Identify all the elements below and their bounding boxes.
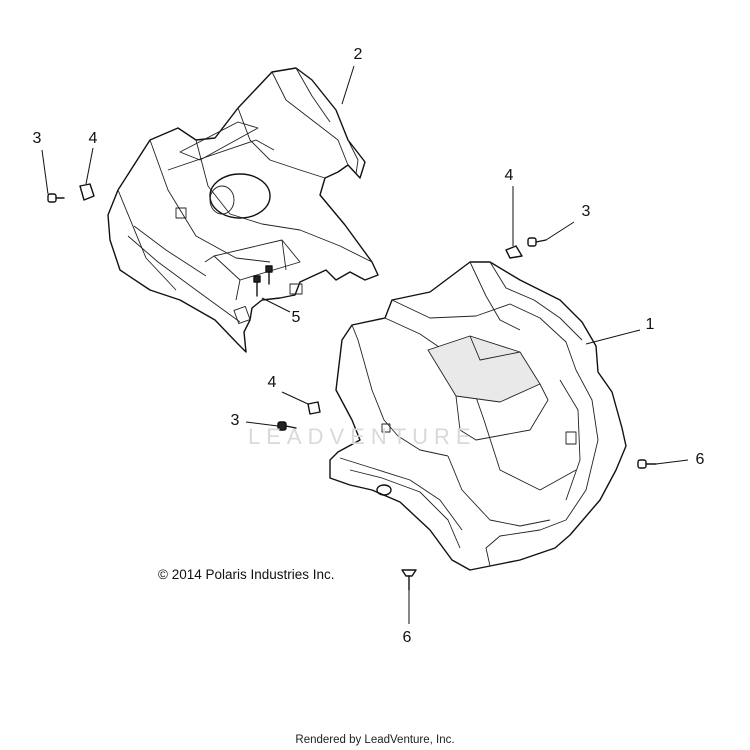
- callout-6b: 6: [402, 629, 412, 646]
- callout-3b: 3: [581, 203, 591, 220]
- fastener-screw-3b: [527, 221, 575, 247]
- callout-6a: 6: [695, 451, 705, 468]
- fastener-clip-4b: [505, 186, 523, 259]
- callout-4b: 4: [504, 167, 514, 184]
- fastener-clip-4c: [281, 391, 321, 415]
- callout-3a: 3: [32, 130, 42, 147]
- copyright-text: © 2014 Polaris Industries Inc.: [158, 567, 335, 582]
- callout-3c: 3: [230, 412, 240, 429]
- fastener-screw-6a: [637, 459, 689, 469]
- fastener-screw-6b: [401, 569, 417, 624]
- callout-5: 5: [291, 309, 301, 326]
- callout-1: 1: [645, 316, 655, 333]
- part-2-upper-panel: [107, 67, 379, 353]
- leader-line-2: [341, 65, 355, 105]
- fastener-screw-3c: [245, 421, 297, 431]
- leader-line-1: [585, 329, 641, 345]
- callout-2: 2: [353, 46, 363, 63]
- watermark: LEADVENTURE: [248, 424, 477, 449]
- fastener-clip-4a: [79, 147, 95, 201]
- part-1-lower-panel: [329, 261, 627, 571]
- callout-4c: 4: [267, 374, 277, 391]
- fastener-bolts-5: [253, 265, 291, 313]
- fastener-screw-3a: [41, 149, 65, 203]
- rendered-by-footer: Rendered by LeadVenture, Inc.: [295, 734, 455, 746]
- callout-4a: 4: [88, 130, 98, 147]
